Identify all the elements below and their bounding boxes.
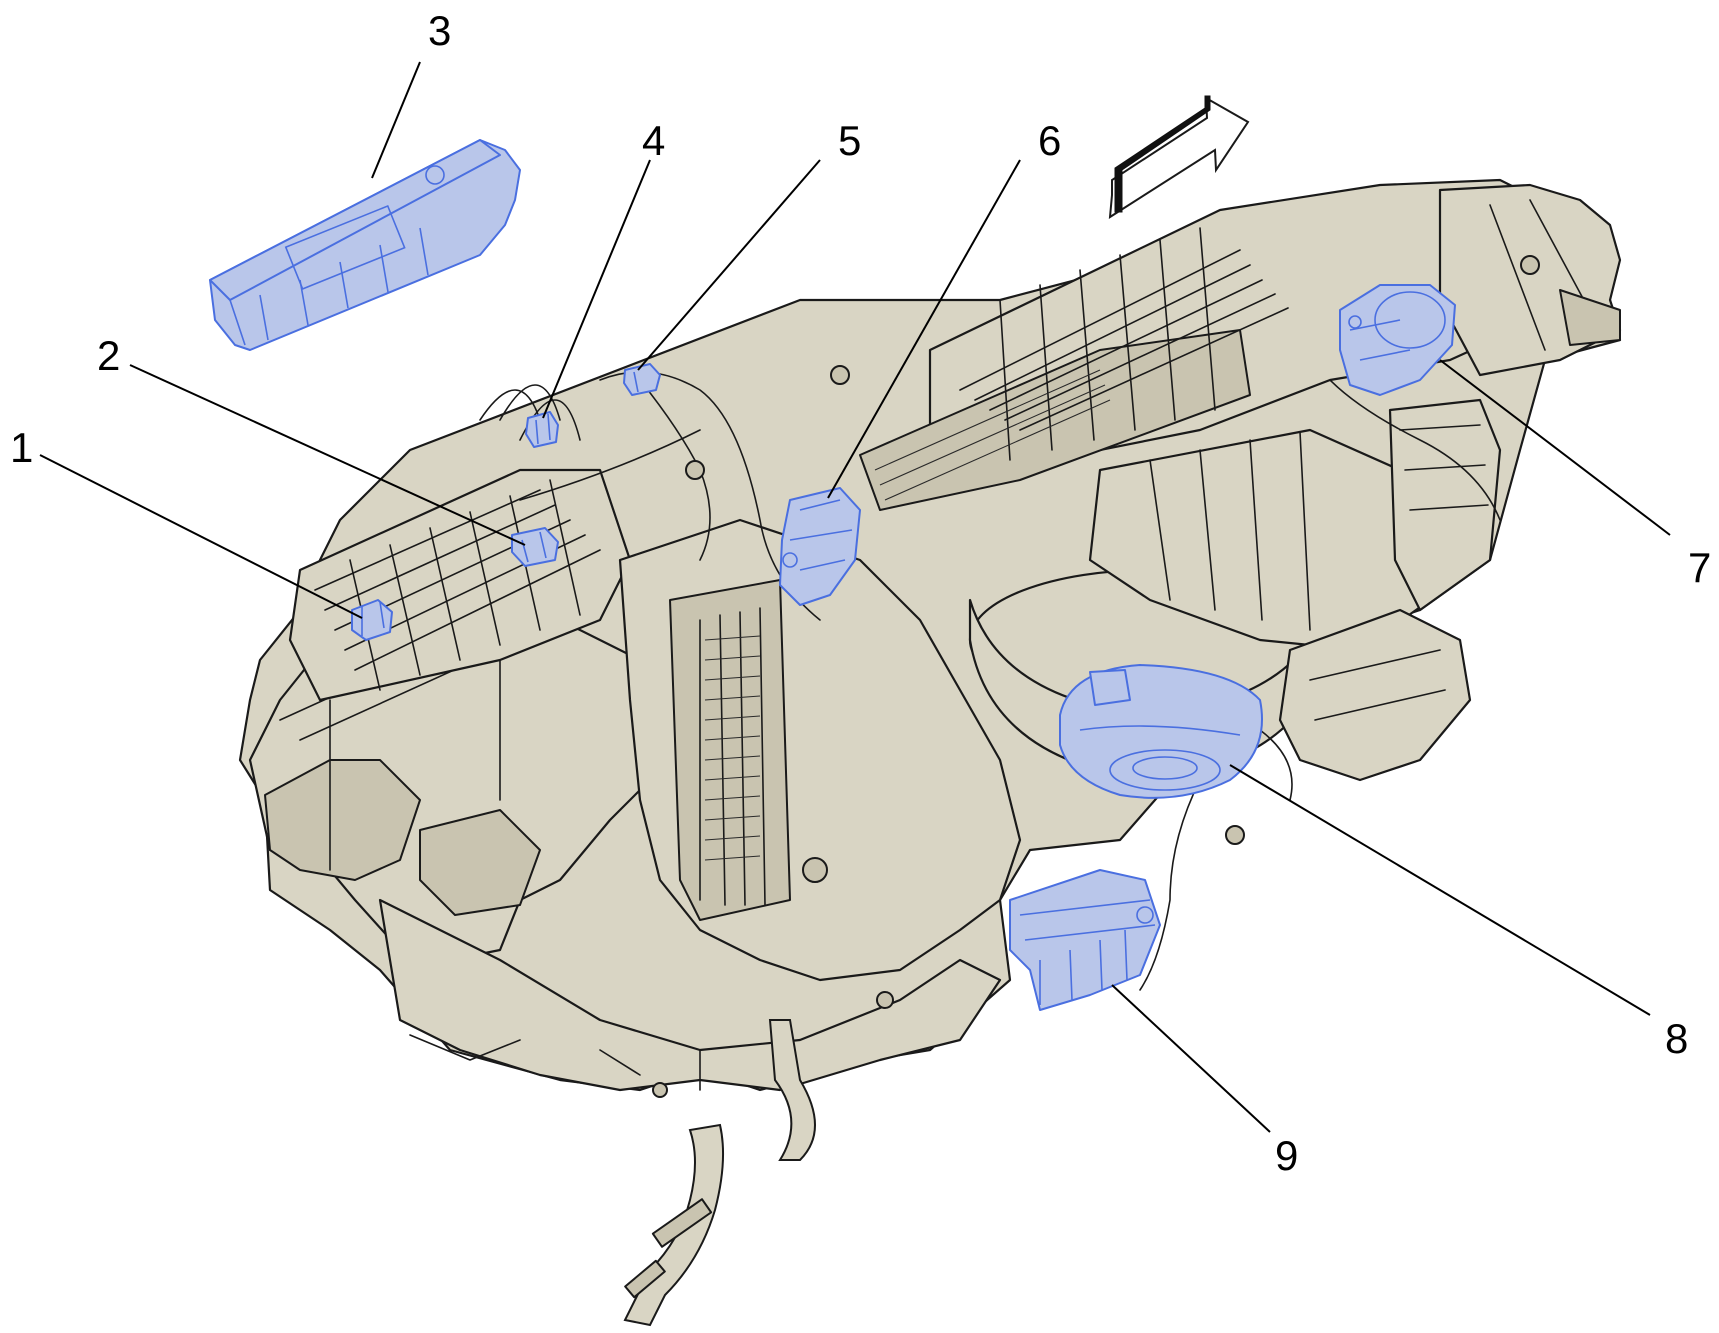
component-2-sensor	[511, 527, 559, 567]
leader-6	[827, 159, 1021, 499]
leader-4	[542, 159, 651, 419]
callout-8: 8	[1665, 1015, 1688, 1062]
callout-6: 6	[1038, 117, 1061, 164]
component-4-sensor	[525, 411, 559, 448]
callout-4: 4	[642, 117, 665, 164]
callout-3: 3	[428, 7, 451, 54]
component-3-control-module	[209, 139, 521, 351]
component-7-actuator	[1339, 284, 1456, 396]
component-1-sensor	[351, 599, 393, 641]
callout-9: 9	[1275, 1132, 1298, 1179]
component-5-sensor	[623, 363, 661, 396]
callout-labels: 1 2 3 4 5 6 7 8 9	[10, 7, 1711, 1179]
component-8-blower-motor	[1059, 664, 1263, 799]
hvac-housing	[238, 178, 1622, 1098]
callout-1: 1	[10, 424, 33, 471]
drain-hose	[623, 1019, 816, 1327]
leader-3	[371, 61, 421, 179]
leader-7	[1439, 359, 1671, 536]
callout-2: 2	[97, 332, 120, 379]
component-6-actuator	[779, 487, 861, 606]
leader-1	[39, 454, 363, 619]
front-direction-arrow-icon	[1108, 95, 1250, 219]
leader-9	[1111, 984, 1271, 1133]
callout-7: 7	[1688, 544, 1711, 591]
leader-2	[129, 364, 526, 546]
callout-leaders	[39, 61, 1671, 1133]
callout-5: 5	[838, 117, 861, 164]
component-9-blower-control-module	[1009, 869, 1161, 1011]
leader-5	[637, 159, 821, 371]
leader-8	[1229, 764, 1651, 1016]
